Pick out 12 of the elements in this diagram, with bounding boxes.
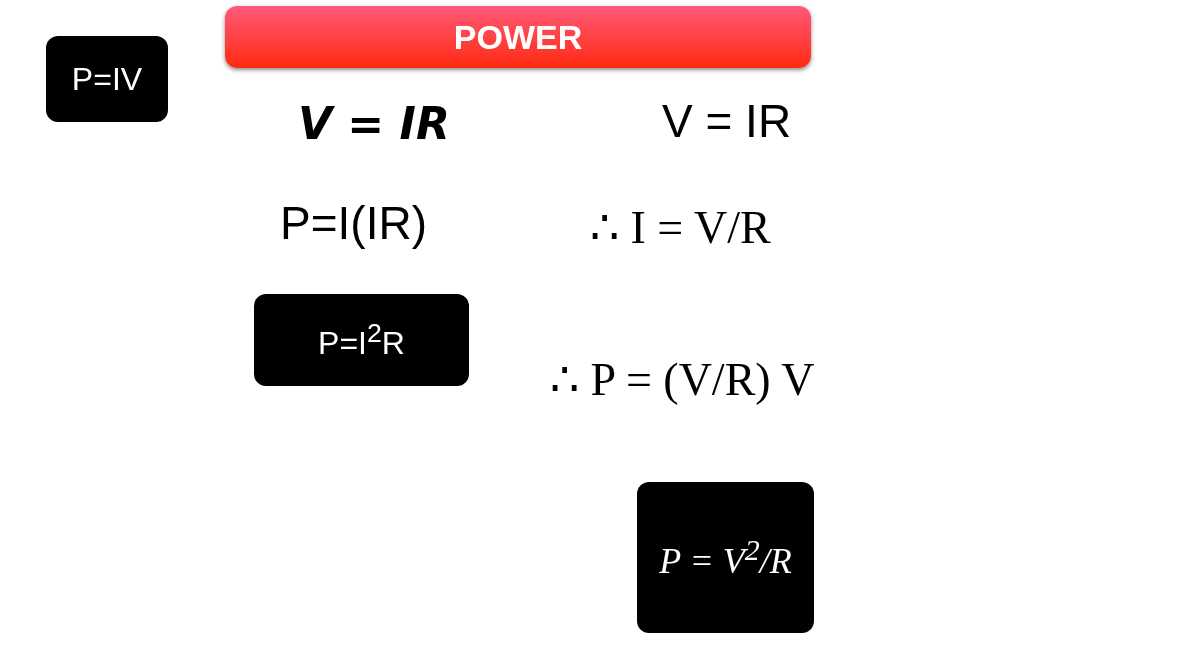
equation: ∴ I = V/R	[590, 201, 771, 254]
title-banner: POWER	[225, 6, 811, 68]
equation: V = IR	[662, 94, 792, 148]
formula-box	[254, 294, 469, 386]
equation: ∴ P = (V/R) V	[550, 353, 815, 406]
formula-text: P=I$^{2}$R	[318, 318, 405, 362]
formula-text: P = V$^{2}$/R	[659, 533, 792, 582]
equation: P=I(IR)	[280, 196, 427, 250]
formula-box	[637, 482, 814, 633]
formula-text: P=IV	[71, 60, 143, 98]
equation: V = IR	[298, 98, 450, 149]
formula-box	[46, 36, 168, 122]
